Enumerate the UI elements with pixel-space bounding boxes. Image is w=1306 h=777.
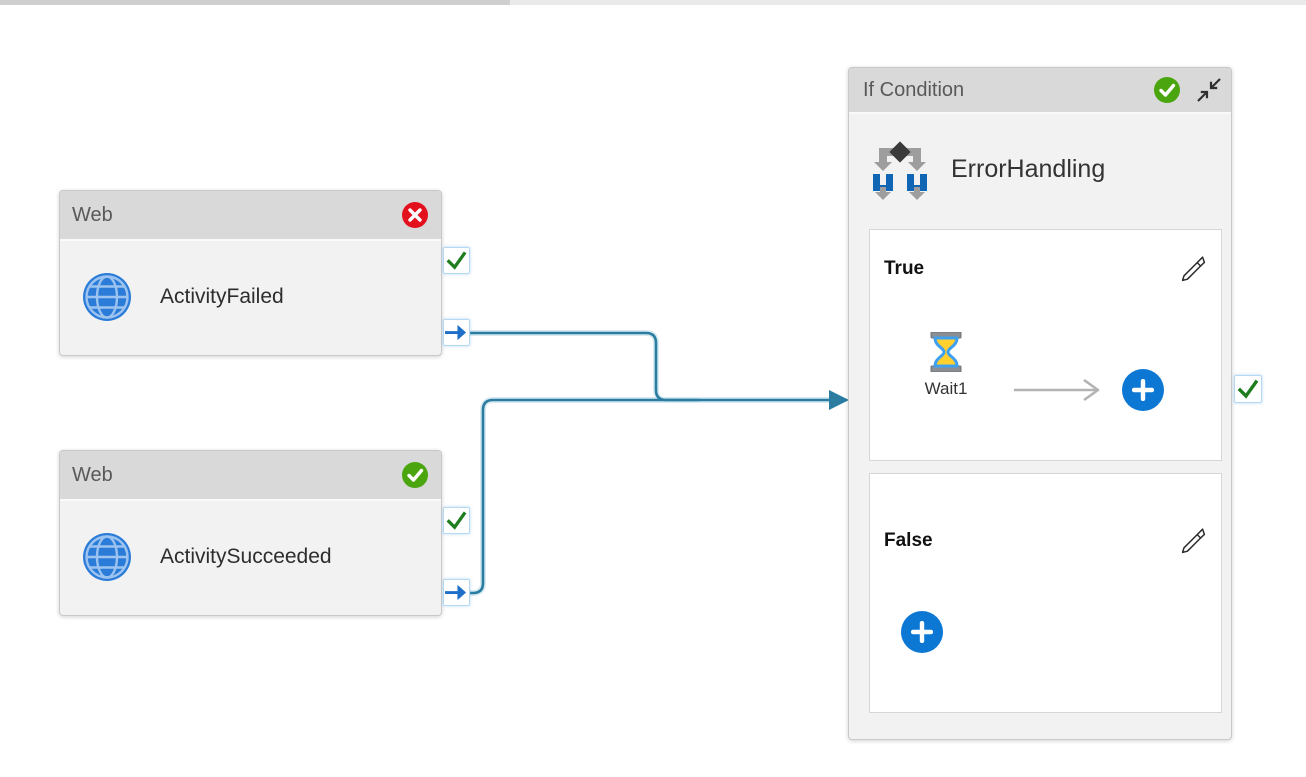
false-branch-container[interactable]: False — [869, 473, 1222, 713]
plus-icon — [911, 621, 933, 643]
activity-name: ActivitySucceeded — [160, 545, 332, 568]
success-port-activitysucceeded[interactable] — [443, 507, 470, 534]
add-activity-true-plus-button[interactable] — [1122, 369, 1164, 411]
activity-type-label: Web — [72, 463, 113, 486]
check-icon — [446, 251, 467, 270]
status-success-icon — [401, 461, 429, 489]
next-activity-arrow-icon — [1012, 378, 1102, 402]
false-branch-label: False — [884, 530, 933, 551]
check-icon — [1237, 379, 1259, 399]
plus-icon — [1132, 379, 1154, 401]
if-condition-header: If Condition — [849, 68, 1231, 114]
output-port-activitysucceeded[interactable] — [443, 579, 470, 606]
edit-false-branch-pencil-icon[interactable] — [1179, 528, 1205, 554]
activity-type-label: If Condition — [863, 78, 965, 101]
status-success-icon — [1153, 76, 1181, 104]
activity-node-errorhandling[interactable]: If Condition — [848, 67, 1232, 740]
arrow-right-icon — [445, 584, 467, 601]
if-condition-icon — [871, 138, 929, 200]
arrow-right-icon — [445, 324, 467, 341]
activity-node-wait1[interactable]: Wait1 — [908, 332, 984, 399]
status-error-icon — [401, 201, 429, 229]
connector-activityfailed-to-errorhandling[interactable] — [470, 331, 829, 402]
collapse-icon[interactable] — [1195, 78, 1221, 102]
connector-arrowhead — [829, 390, 849, 410]
horizontal-scrollbar-track[interactable] — [0, 0, 1306, 5]
globe-icon — [82, 532, 132, 582]
success-port-errorhandling[interactable] — [1234, 375, 1262, 403]
activity-name: Wait1 — [924, 379, 968, 398]
globe-icon — [82, 272, 132, 322]
connector-halo — [470, 330, 829, 403]
activity-node-activityfailed[interactable]: Web ActivityFailed — [59, 190, 442, 356]
activity-name: ErrorHandling — [951, 154, 1106, 183]
activity-header: Web — [60, 451, 441, 501]
horizontal-scrollbar-thumb[interactable] — [0, 0, 510, 5]
check-icon — [446, 511, 467, 530]
true-branch-container[interactable]: True Wait1 — [869, 229, 1222, 461]
hourglass-icon — [928, 332, 964, 372]
activity-type-label: Web — [72, 203, 113, 226]
output-port-activityfailed[interactable] — [443, 319, 470, 346]
activity-node-activitysucceeded[interactable]: Web ActivitySucceeded — [59, 450, 442, 616]
activity-name: ActivityFailed — [160, 285, 284, 308]
add-activity-false-plus-button[interactable] — [901, 611, 943, 653]
activity-body: ActivityFailed — [60, 241, 441, 353]
activity-header: Web — [60, 191, 441, 241]
connector-halo — [470, 397, 700, 596]
success-port-activityfailed[interactable] — [443, 247, 470, 274]
activity-body: ActivitySucceeded — [60, 501, 441, 613]
edit-true-branch-pencil-icon[interactable] — [1179, 256, 1205, 282]
true-branch-label: True — [884, 258, 925, 279]
if-condition-title-row: ErrorHandling — [871, 138, 1105, 200]
connector-activitysucceeded-to-errorhandling[interactable] — [470, 398, 700, 595]
